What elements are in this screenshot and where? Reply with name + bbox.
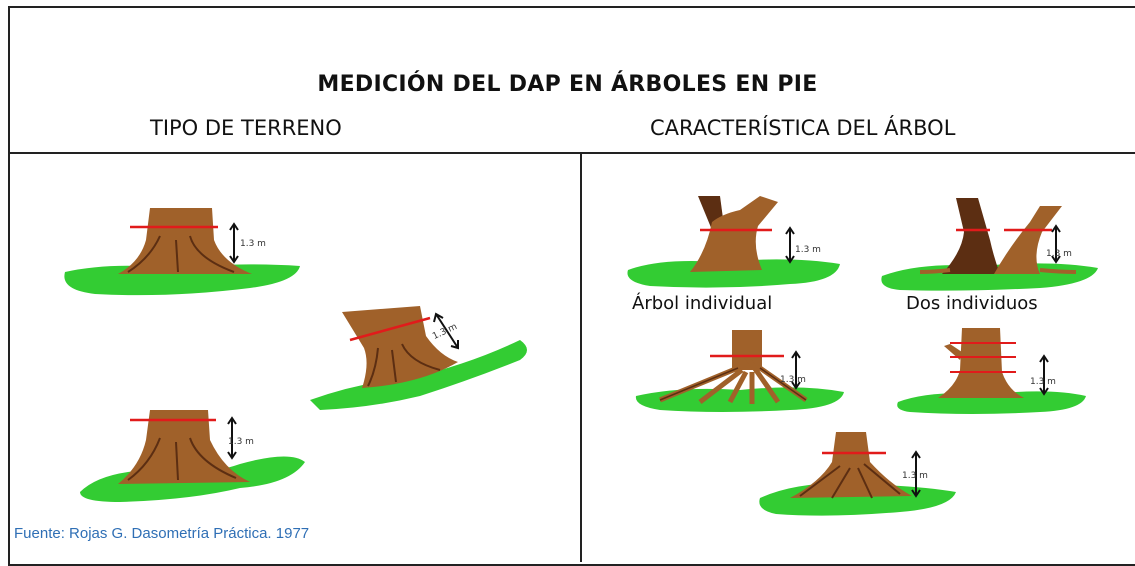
height-arrow	[911, 450, 921, 498]
grass-patch	[627, 259, 840, 288]
tree-stilt-roots: 1.3 m	[635, 330, 844, 412]
height-arrow	[1051, 224, 1061, 264]
trunk-dark	[942, 198, 1000, 274]
dap-line	[349, 316, 431, 342]
height-label: 1.3 m	[240, 239, 266, 249]
root-shadows	[659, 367, 807, 401]
header-terrain-type: TIPO DE TERRENO	[150, 116, 342, 140]
tree-sloped-ground: 1.3 m	[310, 306, 527, 410]
tree-irregular-ground: 1.3 m	[80, 410, 305, 502]
trunk-roots	[127, 235, 235, 273]
height-label: 1.3 m	[780, 375, 806, 385]
tree-two-individuals: 1.3 m	[881, 198, 1098, 291]
tree-individual-forked: 1.3 m	[627, 196, 840, 288]
label-two-individuals: Dos individuos	[906, 293, 1038, 314]
height-label: 1.3 m	[431, 322, 459, 342]
tree-flat-ground: 1.3 m	[64, 208, 300, 296]
source-citation: Fuente: Rojas G. Dasometría Práctica. 19…	[14, 525, 310, 542]
height-arrow	[1039, 354, 1049, 396]
height-arrow	[785, 226, 795, 264]
trunk-roots	[127, 437, 237, 481]
height-arrow	[227, 416, 237, 460]
tree-trunk	[938, 328, 1024, 398]
height-label: 1.3 m	[228, 437, 254, 447]
trunk-roots	[919, 268, 1077, 274]
trunk-roots	[367, 343, 441, 387]
tree-trunk	[118, 208, 252, 274]
tree-buttressed: 1.3 m	[759, 432, 956, 516]
header-tree-characteristic: CARACTERÍSTICA DEL ÁRBOL	[650, 116, 956, 140]
height-label: 1.3 m	[795, 245, 821, 255]
height-arrow	[791, 350, 801, 390]
grass-patch	[310, 340, 527, 410]
height-label: 1.3 m	[1030, 377, 1056, 387]
height-arrow	[433, 312, 459, 350]
tree-trunk	[118, 410, 250, 484]
column-divider	[580, 152, 582, 562]
tree-swollen-trunk: 1.3 m	[897, 328, 1086, 414]
tree-trunk	[994, 206, 1062, 274]
height-label: 1.3 m	[902, 471, 928, 481]
tree-trunk	[690, 196, 778, 272]
height-label: 1.3 m	[1046, 249, 1072, 259]
diagram-title: MEDICIÓN DEL DAP EN ÁRBOLES EN PIE	[317, 72, 818, 97]
tree-trunk	[732, 330, 762, 370]
grass-patch	[635, 387, 844, 412]
label-individual-tree: Árbol individual	[632, 293, 773, 314]
tree-illustrations: 1.3 m 1.3 m 1.3 m 1.3 m 1.3 m	[64, 196, 1098, 516]
header-divider	[8, 152, 1135, 154]
buttress-roots	[799, 463, 901, 499]
height-arrow	[229, 222, 239, 264]
